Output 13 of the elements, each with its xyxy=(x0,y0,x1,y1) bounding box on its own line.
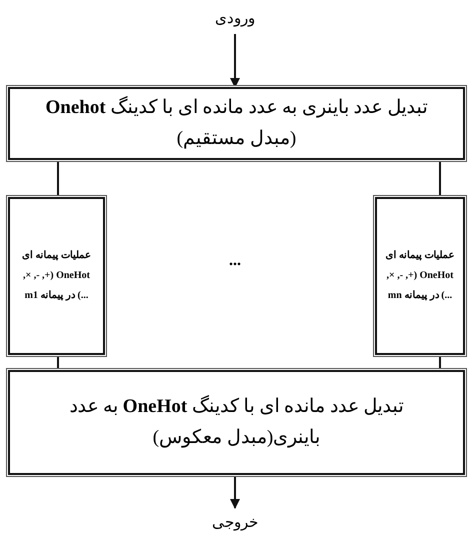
arrow xyxy=(230,34,240,88)
connector-line xyxy=(439,160,441,197)
process-box xyxy=(8,197,105,355)
process-box xyxy=(8,370,465,475)
process-box xyxy=(375,197,465,355)
arrow xyxy=(230,475,240,509)
input-label: ورودی xyxy=(215,10,255,29)
process-box xyxy=(8,87,465,160)
ellipsis-text: ... xyxy=(228,252,242,270)
connector-line xyxy=(57,355,59,370)
connector-line xyxy=(439,355,441,370)
connector-line xyxy=(57,160,59,197)
output-label: خروجی xyxy=(212,514,258,533)
